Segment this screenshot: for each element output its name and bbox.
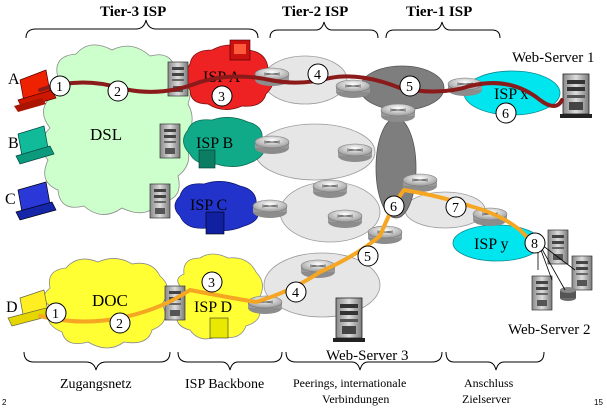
path-a-step-3: 3 bbox=[218, 90, 225, 105]
tier3-label: Tier-3 ISP bbox=[100, 4, 166, 20]
isp-b-device bbox=[198, 149, 216, 169]
path-a-step-6: 6 bbox=[502, 107, 509, 122]
path-a-ws1 bbox=[38, 74, 564, 108]
isp-c-device bbox=[205, 211, 225, 235]
tier1-label: Tier-1 ISP bbox=[406, 4, 472, 20]
isp-backbone-label: ISP Backbone bbox=[185, 377, 264, 392]
doc-label: DOC bbox=[92, 291, 128, 310]
web-server-3-label: Web-Server 3 bbox=[326, 348, 409, 364]
isp-c-cloud bbox=[174, 181, 259, 231]
tier-brackets bbox=[25, 19, 501, 39]
path-d-step-3: 3 bbox=[208, 276, 215, 291]
path-a-step-2: 2 bbox=[114, 85, 121, 100]
isp-d-device bbox=[209, 317, 229, 339]
web-server-1[interactable] bbox=[559, 73, 593, 119]
path-a-steps: 1 2 3 4 5 6 bbox=[49, 63, 517, 124]
web-server-1-label: Web-Server 1 bbox=[512, 50, 595, 66]
isp-b-label: ISP B bbox=[196, 135, 233, 152]
page-number-left: 2 bbox=[2, 398, 7, 407]
peerings-label-2: Verbindungen bbox=[322, 392, 389, 406]
isp-c-label: ISP C bbox=[190, 197, 227, 214]
host-c-computer[interactable] bbox=[15, 181, 57, 221]
path-d-step-8: 8 bbox=[531, 237, 538, 252]
zugangsnetz-label: Zugangsnetz bbox=[60, 377, 132, 392]
path-d-steps: 1 2 3 4 5 6 7 8 bbox=[45, 195, 546, 334]
host-b-computer[interactable] bbox=[15, 125, 55, 165]
isp-a-device bbox=[229, 39, 251, 61]
host-d-label: D bbox=[6, 299, 18, 316]
path-a-step-4: 4 bbox=[314, 68, 321, 83]
path-d-ws2 bbox=[38, 187, 536, 324]
path-d-step-4: 4 bbox=[292, 286, 299, 301]
isp-d-label: ISP D bbox=[194, 299, 232, 316]
host-a-label: A bbox=[8, 71, 20, 88]
path-d-step-5: 5 bbox=[364, 250, 371, 265]
isp-y-label: ISP y bbox=[474, 236, 509, 253]
host-d-computer[interactable] bbox=[7, 289, 51, 327]
path-d-step-7: 7 bbox=[452, 201, 459, 216]
path-d-step-2: 2 bbox=[116, 317, 123, 332]
path-d-step-6: 6 bbox=[390, 200, 397, 215]
tier2-label: Tier-2 ISP bbox=[282, 4, 348, 20]
path-d-step-1: 1 bbox=[52, 307, 59, 322]
anschluss-label-1: Anschluss bbox=[464, 376, 514, 390]
host-c-label: C bbox=[5, 191, 16, 208]
dsl-label: DSL bbox=[90, 125, 122, 144]
path-a-step-1: 1 bbox=[56, 80, 63, 95]
web-server-2[interactable] bbox=[531, 229, 593, 311]
web-server-2-label: Web-Server 2 bbox=[508, 322, 591, 338]
host-b-label: B bbox=[8, 135, 19, 152]
page-number-right: 15 bbox=[594, 398, 603, 407]
host-a-computer[interactable] bbox=[14, 69, 57, 112]
anschluss-label-2: Zielserver bbox=[462, 392, 511, 406]
doc-cloud bbox=[43, 258, 168, 349]
web-server-3[interactable] bbox=[332, 297, 366, 343]
path-a-step-5: 5 bbox=[406, 80, 413, 95]
bottom-brackets bbox=[23, 351, 545, 371]
peerings-label-1: Peerings, internationale bbox=[293, 376, 406, 390]
